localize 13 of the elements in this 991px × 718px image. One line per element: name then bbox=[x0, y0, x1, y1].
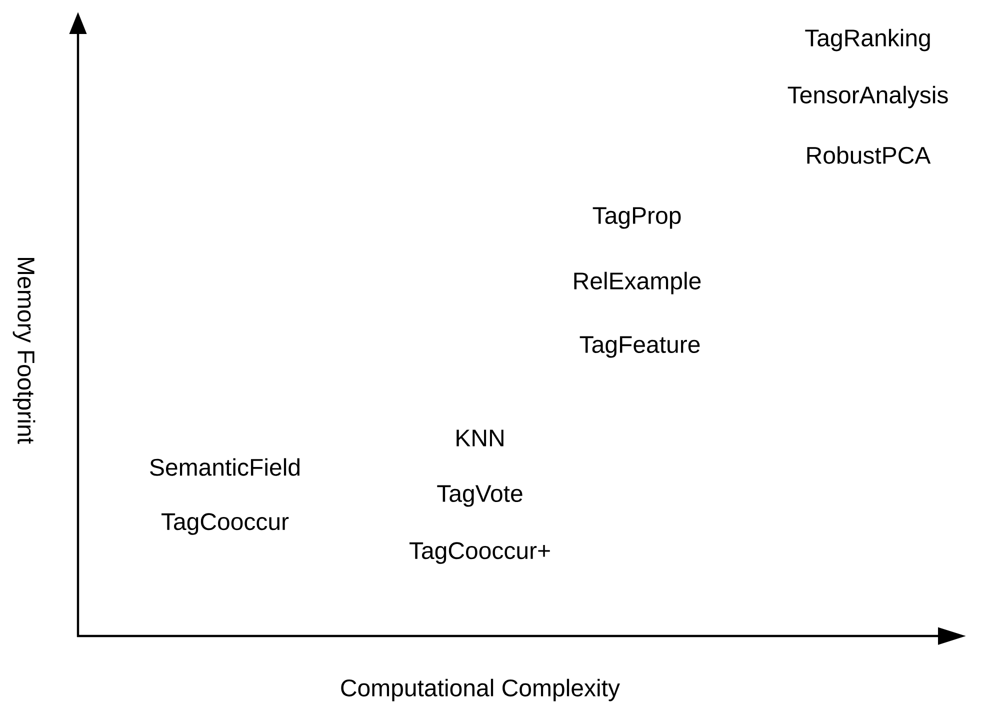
method-label: TagFeature bbox=[580, 336, 700, 358]
method-label: KNN bbox=[456, 430, 504, 446]
method-label: RobustPCA bbox=[807, 146, 931, 164]
method-label: TensorAnalysis bbox=[788, 86, 948, 108]
method-label: TagRanking bbox=[805, 28, 930, 52]
method-label: RelExample bbox=[574, 272, 701, 294]
method-label: TagCooccur bbox=[162, 513, 289, 535]
method-label: TagProp bbox=[592, 207, 681, 229]
method-label: TagVote bbox=[437, 485, 522, 507]
method-label: SemanticField bbox=[150, 458, 300, 476]
axis-title: Computational Complexity bbox=[341, 678, 620, 702]
method-label: TagCooccur+ bbox=[410, 542, 550, 564]
axis-title: Memory Footprint bbox=[12, 258, 36, 444]
